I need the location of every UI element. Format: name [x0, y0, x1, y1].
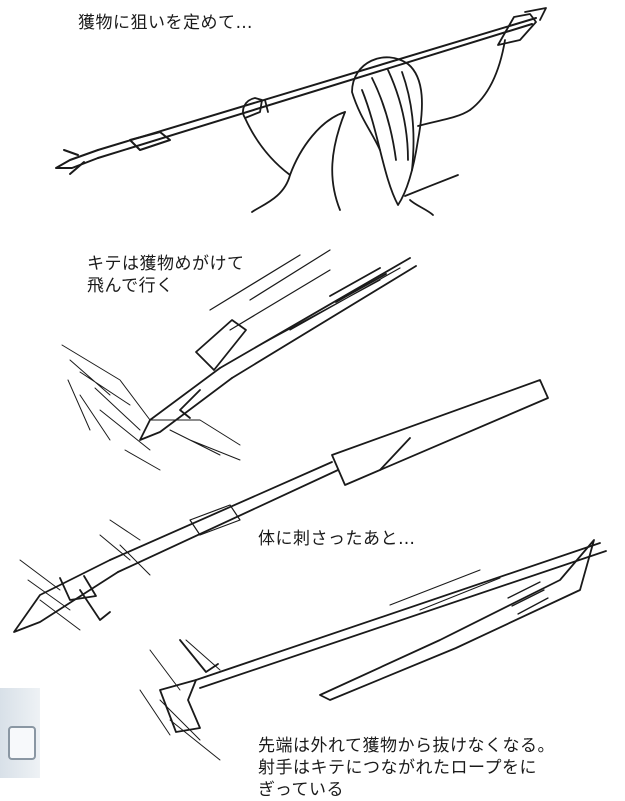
caption-pierce: 体に刺さったあと…	[258, 529, 416, 549]
caption-aim: 獲物に狙いを定めて…	[78, 13, 253, 33]
harpoon-thrown	[55, 17, 537, 175]
harpoon-detached	[159, 539, 607, 733]
animal-hide-3	[139, 639, 221, 761]
caption-detach: 先端は外れて獲物から抜けなくなる。 射手はキテにつながれたロープをに ぎっている	[258, 736, 555, 800]
hunter-figure	[242, 7, 547, 216]
animal-hide-2	[19, 519, 151, 631]
harpoon-pierced	[13, 379, 549, 633]
animal-hide-1	[61, 344, 241, 471]
caption-flight: キテは獲物めがけて 飛んで行く	[87, 254, 245, 296]
harpoon-flight	[139, 249, 417, 441]
device-icon	[8, 726, 36, 760]
thumbnail-image	[0, 688, 40, 778]
